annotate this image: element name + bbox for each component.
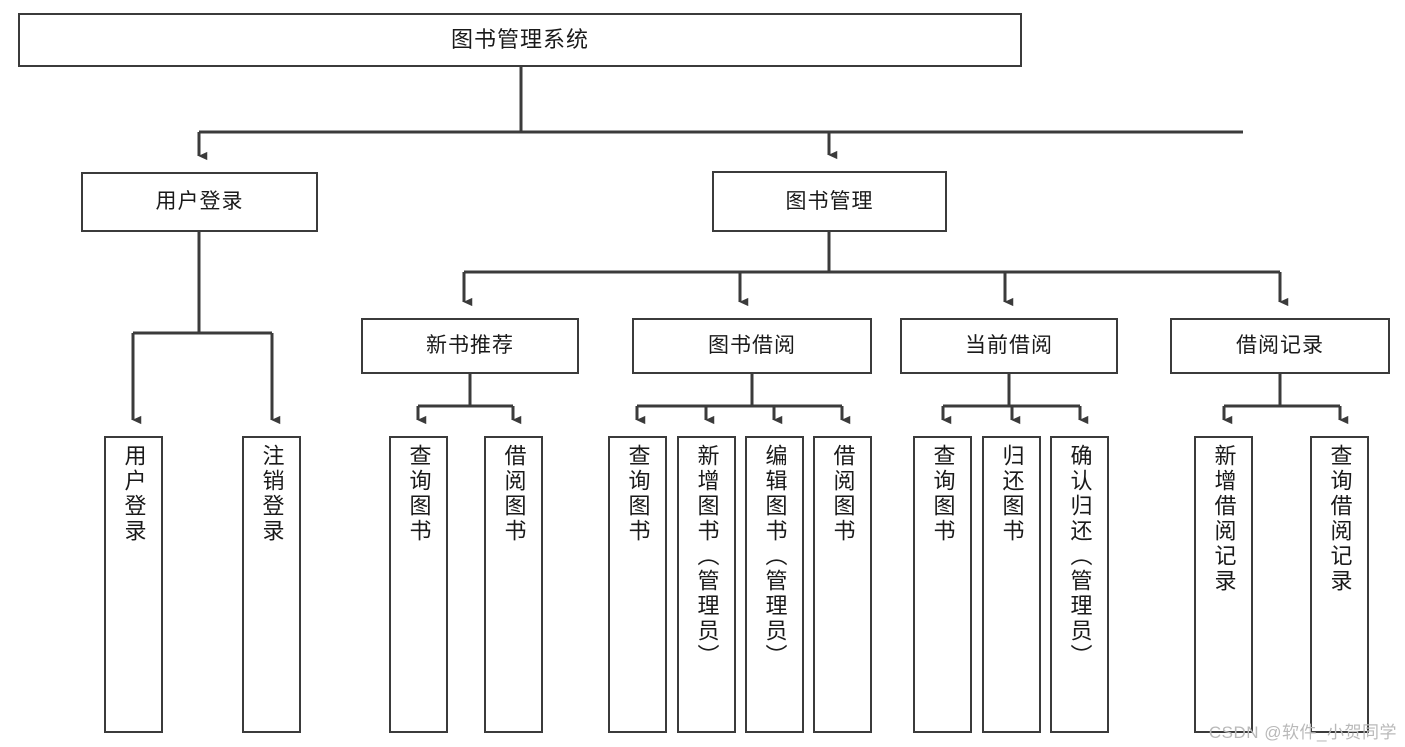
node-book-manage-label: 图书管理 [785,189,874,213]
node-leaf-user-login[interactable]: 用户登录 [104,436,163,733]
node-leaf-borrow-book-1-label: 借阅图书 [501,444,527,544]
node-borrow-record[interactable]: 借阅记录 [1170,318,1390,374]
node-leaf-query-book-3-label: 查询图书 [930,444,956,544]
node-leaf-query-book-2[interactable]: 查询图书 [608,436,667,733]
node-leaf-confirm-return-label: 确认归还（管理员） [1067,444,1093,669]
node-leaf-confirm-return[interactable]: 确认归还（管理员） [1050,436,1109,733]
node-current-borrow-label: 当前借阅 [965,334,1053,358]
node-leaf-logout[interactable]: 注销登录 [242,436,301,733]
node-leaf-edit-book[interactable]: 编辑图书（管理员） [745,436,804,733]
node-current-borrow[interactable]: 当前借阅 [900,318,1118,374]
node-leaf-return-book[interactable]: 归还图书 [982,436,1041,733]
node-leaf-borrow-book-2-label: 借阅图书 [830,444,856,544]
node-leaf-add-record-label: 新增借阅记录 [1211,444,1237,594]
node-leaf-user-login-label: 用户登录 [121,444,147,544]
node-root[interactable]: 图书管理系统 [18,13,1022,67]
node-leaf-borrow-book-1[interactable]: 借阅图书 [484,436,543,733]
node-leaf-add-book-label: 新增图书（管理员） [694,444,720,669]
node-borrow-record-label: 借阅记录 [1236,334,1324,358]
node-user-login[interactable]: 用户登录 [81,172,318,232]
node-root-label: 图书管理系统 [450,26,589,52]
node-leaf-query-book-2-label: 查询图书 [625,444,651,544]
node-leaf-query-book-3[interactable]: 查询图书 [913,436,972,733]
watermark: CSDN @软件_小贺同学 [1208,723,1397,742]
node-leaf-query-book-1-label: 查询图书 [406,444,432,544]
node-leaf-logout-label: 注销登录 [259,444,285,544]
node-book-manage[interactable]: 图书管理 [712,171,947,232]
node-leaf-add-book[interactable]: 新增图书（管理员） [677,436,736,733]
node-new-book-rec[interactable]: 新书推荐 [361,318,579,374]
node-book-borrow[interactable]: 图书借阅 [632,318,872,374]
node-book-borrow-label: 图书借阅 [708,334,796,358]
node-leaf-edit-book-label: 编辑图书（管理员） [762,444,788,669]
node-leaf-query-book-1[interactable]: 查询图书 [389,436,448,733]
node-leaf-return-book-label: 归还图书 [999,444,1025,544]
node-new-book-rec-label: 新书推荐 [426,334,514,358]
node-leaf-borrow-book-2[interactable]: 借阅图书 [813,436,872,733]
node-leaf-query-record[interactable]: 查询借阅记录 [1310,436,1369,733]
node-leaf-add-record[interactable]: 新增借阅记录 [1194,436,1253,733]
node-leaf-query-record-label: 查询借阅记录 [1327,444,1353,594]
node-user-login-label: 用户登录 [155,190,244,214]
